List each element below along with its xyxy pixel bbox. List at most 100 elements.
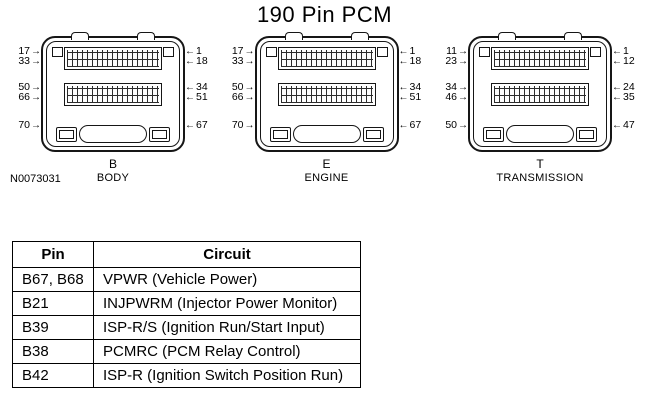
connector-shell — [468, 32, 612, 152]
connector-shell — [254, 32, 399, 152]
pin-number-right: ←34 — [185, 82, 212, 93]
circuit-cell: VPWR (Vehicle Power) — [93, 267, 361, 292]
arrow-right-icon: → — [244, 45, 255, 57]
pin-number: 66 — [231, 91, 244, 103]
mount-tab-icon — [350, 32, 369, 40]
pin-number: 17 — [231, 45, 244, 57]
arrow-right-icon: → — [458, 45, 468, 57]
pin-number: 70 — [231, 119, 244, 131]
circuit-cell: INJPWRM (Injector Power Monitor) — [93, 291, 361, 316]
pin-number-right: ←1 — [612, 46, 639, 57]
pin-number-left: 46→ — [441, 92, 468, 103]
arrow-right-icon: → — [458, 119, 468, 131]
latch-left-icon — [483, 126, 504, 142]
arrow-left-icon: ← — [398, 91, 409, 103]
pin-number-right: ←34 — [399, 82, 426, 93]
connector-shell — [41, 32, 185, 152]
pin-number: 50 — [18, 81, 30, 93]
pin-number: 70 — [18, 119, 30, 131]
pin-number-left: 50→ — [14, 82, 41, 93]
pin-strip-upper — [64, 47, 162, 70]
pin-number-left: 17→ — [14, 46, 41, 57]
arrow-right-icon: → — [458, 81, 468, 93]
pin-cell: B39 — [12, 315, 94, 340]
connector-inner-outline — [473, 41, 607, 147]
pin-number-right: ←47 — [612, 120, 639, 131]
connector-inner-outline — [259, 41, 394, 147]
pin-number: 34 — [445, 81, 457, 93]
arrow-left-icon: ← — [398, 119, 409, 131]
pin-strip-lower — [64, 83, 162, 106]
connector-name: BODY — [96, 172, 130, 184]
corner-post-icon — [376, 47, 388, 57]
pin-strip-lower — [491, 83, 589, 106]
center-latch-icon — [79, 125, 147, 143]
column-header: Circuit — [93, 241, 361, 268]
center-latch-icon — [292, 125, 361, 143]
pin-number-left: 33→ — [14, 56, 41, 67]
mount-tab-icon — [71, 32, 89, 40]
arrow-left-icon: ← — [185, 45, 195, 57]
arrow-left-icon: ← — [612, 45, 622, 57]
pin-grid — [67, 86, 159, 103]
pin-number-right: ←24 — [612, 82, 639, 93]
center-latch-icon — [506, 125, 574, 143]
connector-letter: T — [536, 157, 544, 171]
pin-number-right: ←51 — [185, 92, 212, 103]
pin-cell: B38 — [12, 339, 94, 364]
pin-number-left: 50→ — [228, 82, 255, 93]
pin-number: 47 — [623, 119, 635, 131]
pin-number-right: ←1 — [399, 46, 426, 57]
arrow-right-icon: → — [458, 91, 468, 103]
corner-post-icon — [590, 47, 601, 57]
pin-number-left: 50→ — [441, 120, 468, 131]
pin-number: 67 — [196, 119, 208, 131]
arrow-right-icon: → — [244, 91, 255, 103]
latch-right-icon — [149, 126, 170, 142]
latch-left-icon — [269, 126, 291, 142]
pin-number-right: ←67 — [399, 120, 426, 131]
pin-grid — [280, 86, 373, 103]
pin-number: 12 — [623, 55, 635, 67]
mount-tab-icon — [137, 32, 155, 40]
latch-right-icon — [362, 126, 384, 142]
mount-tab-icon — [284, 32, 303, 40]
pin-number: 34 — [196, 81, 208, 93]
pin-number: 18 — [409, 55, 422, 67]
pin-cell: B21 — [12, 291, 94, 316]
column-header: Pin — [12, 241, 94, 268]
arrow-right-icon: → — [31, 55, 41, 67]
arrow-right-icon: → — [31, 91, 41, 103]
pin-number-left: 33→ — [228, 56, 255, 67]
arrow-left-icon: ← — [398, 55, 409, 67]
pin-grid — [67, 50, 159, 67]
connector-name: TRANSMISSION — [496, 172, 584, 184]
arrow-right-icon: → — [31, 45, 41, 57]
pin-number-left: 11→ — [441, 46, 468, 57]
pin-number: 46 — [445, 91, 457, 103]
pin-number: 51 — [196, 91, 208, 103]
pin-cell: B42 — [12, 363, 94, 388]
circuit-cell: ISP-R/S (Ignition Run/Start Input) — [93, 315, 361, 340]
connector-name: ENGINE — [304, 172, 349, 184]
pin-strip-lower — [277, 83, 376, 106]
connector-bottom-row — [269, 125, 384, 143]
pin-number-right: ←51 — [399, 92, 426, 103]
pin-number-right: ←67 — [185, 120, 212, 131]
pin-number: 33 — [231, 55, 244, 67]
connector-bottom-row — [56, 125, 170, 143]
arrow-left-icon: ← — [185, 91, 195, 103]
pin-number-left: 17→ — [228, 46, 255, 57]
pin-number: 66 — [18, 91, 30, 103]
pin-strip-upper — [491, 47, 589, 70]
circuit-cell: PCMRC (PCM Relay Control) — [93, 339, 361, 364]
pin-number: 18 — [196, 55, 208, 67]
pin-number-left: 34→ — [441, 82, 468, 93]
